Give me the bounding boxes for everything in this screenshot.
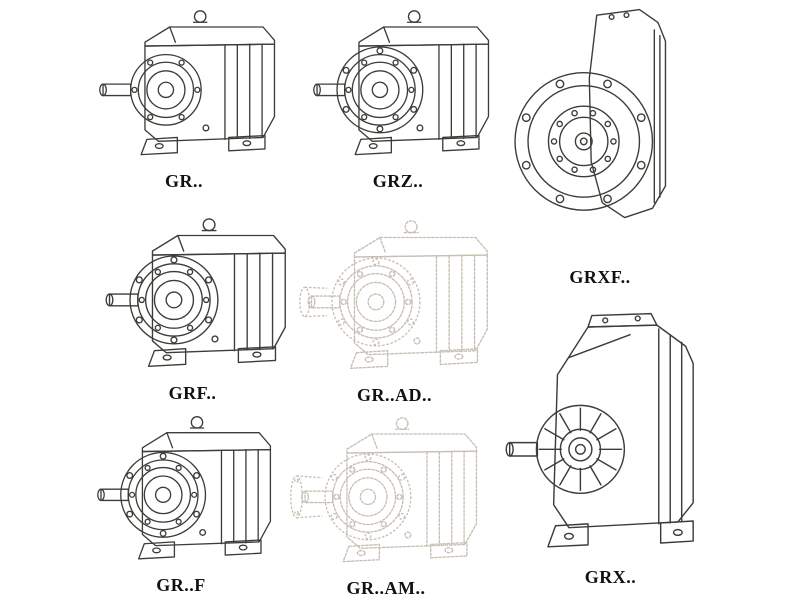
gearbox-drawing-gr xyxy=(84,6,284,168)
gearbox-cell-gram: GR..AM.. xyxy=(286,413,486,599)
gearbox-drawing-grf xyxy=(90,214,295,380)
gearbox-label-grxf: GRXF.. xyxy=(569,267,631,287)
gearbox-label-grz: GRZ.. xyxy=(372,171,424,191)
gearbox-cell-gr: GR.. xyxy=(84,6,284,192)
gearbox-cell-grz: GRZ.. xyxy=(298,6,498,192)
gearbox-drawing-gram xyxy=(286,413,486,575)
gearbox-label-grf: GRF.. xyxy=(168,383,217,403)
gearbox-drawing-grf2 xyxy=(82,412,280,572)
gearbox-label-gr: GR.. xyxy=(165,171,203,191)
gearbox-cell-grf: GRF.. xyxy=(90,214,295,404)
gearbox-label-grf2: GR..F xyxy=(156,575,206,595)
gearbox-label-grx: GRX.. xyxy=(584,567,637,587)
gearbox-cell-grf2: GR..F xyxy=(82,412,280,596)
gearbox-label-gram: GR..AM.. xyxy=(346,578,426,598)
gearbox-cell-grx: GRX.. xyxy=(498,306,723,588)
gearbox-cell-grad: GR..AD.. xyxy=(292,216,497,406)
gearbox-drawing-grxf xyxy=(514,8,667,219)
gearbox-drawing-grad xyxy=(292,216,497,382)
gearbox-drawing-grz xyxy=(298,6,498,168)
gearbox-drawing-grx xyxy=(505,312,694,548)
gearbox-cell-grxf: GRXF.. xyxy=(500,4,700,288)
gearbox-label-grad: GR..AD.. xyxy=(357,385,432,405)
